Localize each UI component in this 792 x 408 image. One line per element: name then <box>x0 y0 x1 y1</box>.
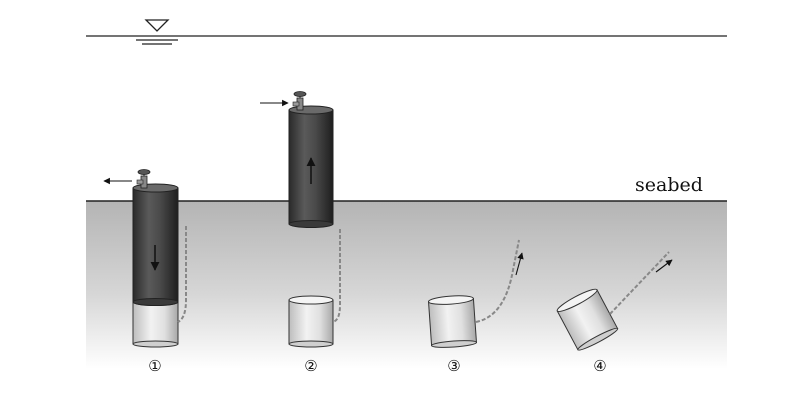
water-level-icon <box>136 19 178 45</box>
sample-tube <box>556 288 619 351</box>
rope <box>332 229 341 323</box>
sample-tube <box>427 295 478 348</box>
valve-icon <box>136 169 151 189</box>
suction-cylinder <box>132 183 179 306</box>
rope <box>475 239 520 323</box>
step-3-assembly <box>427 239 524 348</box>
step-2-assembly <box>260 91 341 348</box>
rope <box>177 226 187 323</box>
sample-tube <box>288 295 334 348</box>
sediment-layer <box>86 201 727 369</box>
pull-arrow-icon <box>655 259 673 273</box>
step-label-1: ① <box>148 357 161 375</box>
seabed-label: seabed <box>635 174 703 196</box>
rope <box>609 251 670 315</box>
step-label-3: ③ <box>447 357 460 375</box>
step-4-assembly <box>556 251 673 351</box>
step-1-assembly <box>103 169 187 348</box>
step-label-2: ② <box>304 357 317 375</box>
pull-arrow-icon <box>515 252 524 276</box>
step-label-4: ④ <box>593 357 606 375</box>
valve-icon <box>292 91 307 111</box>
